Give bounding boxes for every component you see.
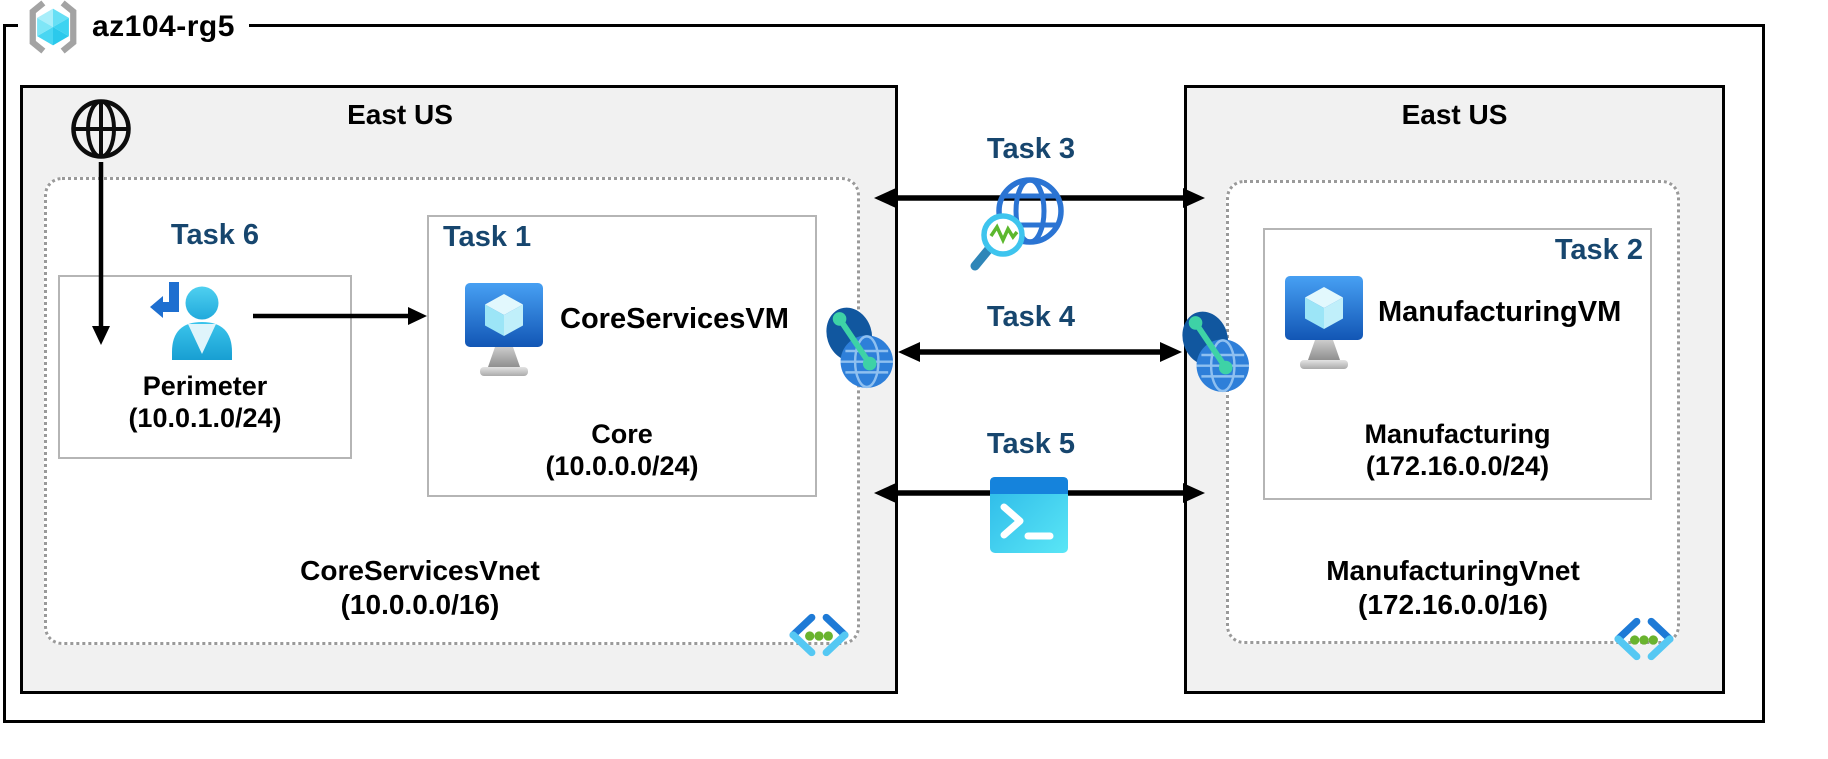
resource-group-boundary xyxy=(3,24,1765,723)
manufacturing-subnet-name: Manufacturing xyxy=(1364,419,1551,449)
manufacturing-subnet-cidr: (172.16.0.0/24) xyxy=(1365,451,1550,481)
task5-label: Task 5 xyxy=(986,428,1076,460)
manufacturing-vnet-name: ManufacturingVnet xyxy=(1326,555,1580,586)
vnet-peering-icon xyxy=(826,307,894,389)
network-watcher-icon xyxy=(970,177,1064,271)
perimeter-subnet-cidr: (10.0.1.0/24) xyxy=(128,403,282,433)
task6-label: Task 6 xyxy=(170,219,260,251)
core-subnet-name: Core xyxy=(591,419,653,449)
region-left-name: East US xyxy=(347,99,453,130)
cloud-shell-icon xyxy=(990,477,1068,553)
internet-icon xyxy=(71,99,131,159)
virtual-network-icon xyxy=(1614,617,1674,661)
task1-label: Task 1 xyxy=(443,221,532,253)
vnet-peering-icon xyxy=(1182,311,1250,393)
perimeter-subnet-name: Perimeter xyxy=(142,371,268,401)
virtual-machine-icon xyxy=(465,283,543,376)
resource-group-title: az104-rg5 xyxy=(92,10,235,43)
virtual-network-icon xyxy=(789,613,849,657)
task2-label: Task 2 xyxy=(1554,234,1643,266)
coreservices-vnet-cidr: (10.0.0.0/16) xyxy=(340,589,500,620)
task3-label: Task 3 xyxy=(986,133,1076,165)
resource-group-icon xyxy=(29,0,77,54)
manufacturing-vm-name: ManufacturingVM xyxy=(1378,296,1622,328)
manufacturing-vnet-cidr: (172.16.0.0/16) xyxy=(1358,589,1548,620)
virtual-machine-icon xyxy=(1285,276,1363,369)
task4-label: Task 4 xyxy=(986,301,1076,333)
guest-user-icon xyxy=(150,282,232,360)
coreservices-vnet-name: CoreServicesVnet xyxy=(300,555,540,586)
core-vm-name: CoreServicesVM xyxy=(560,303,789,335)
region-right-name: East US xyxy=(1401,99,1508,130)
resource-group-header: az104-rg5 xyxy=(18,0,249,54)
core-subnet-cidr: (10.0.0.0/24) xyxy=(545,451,699,481)
